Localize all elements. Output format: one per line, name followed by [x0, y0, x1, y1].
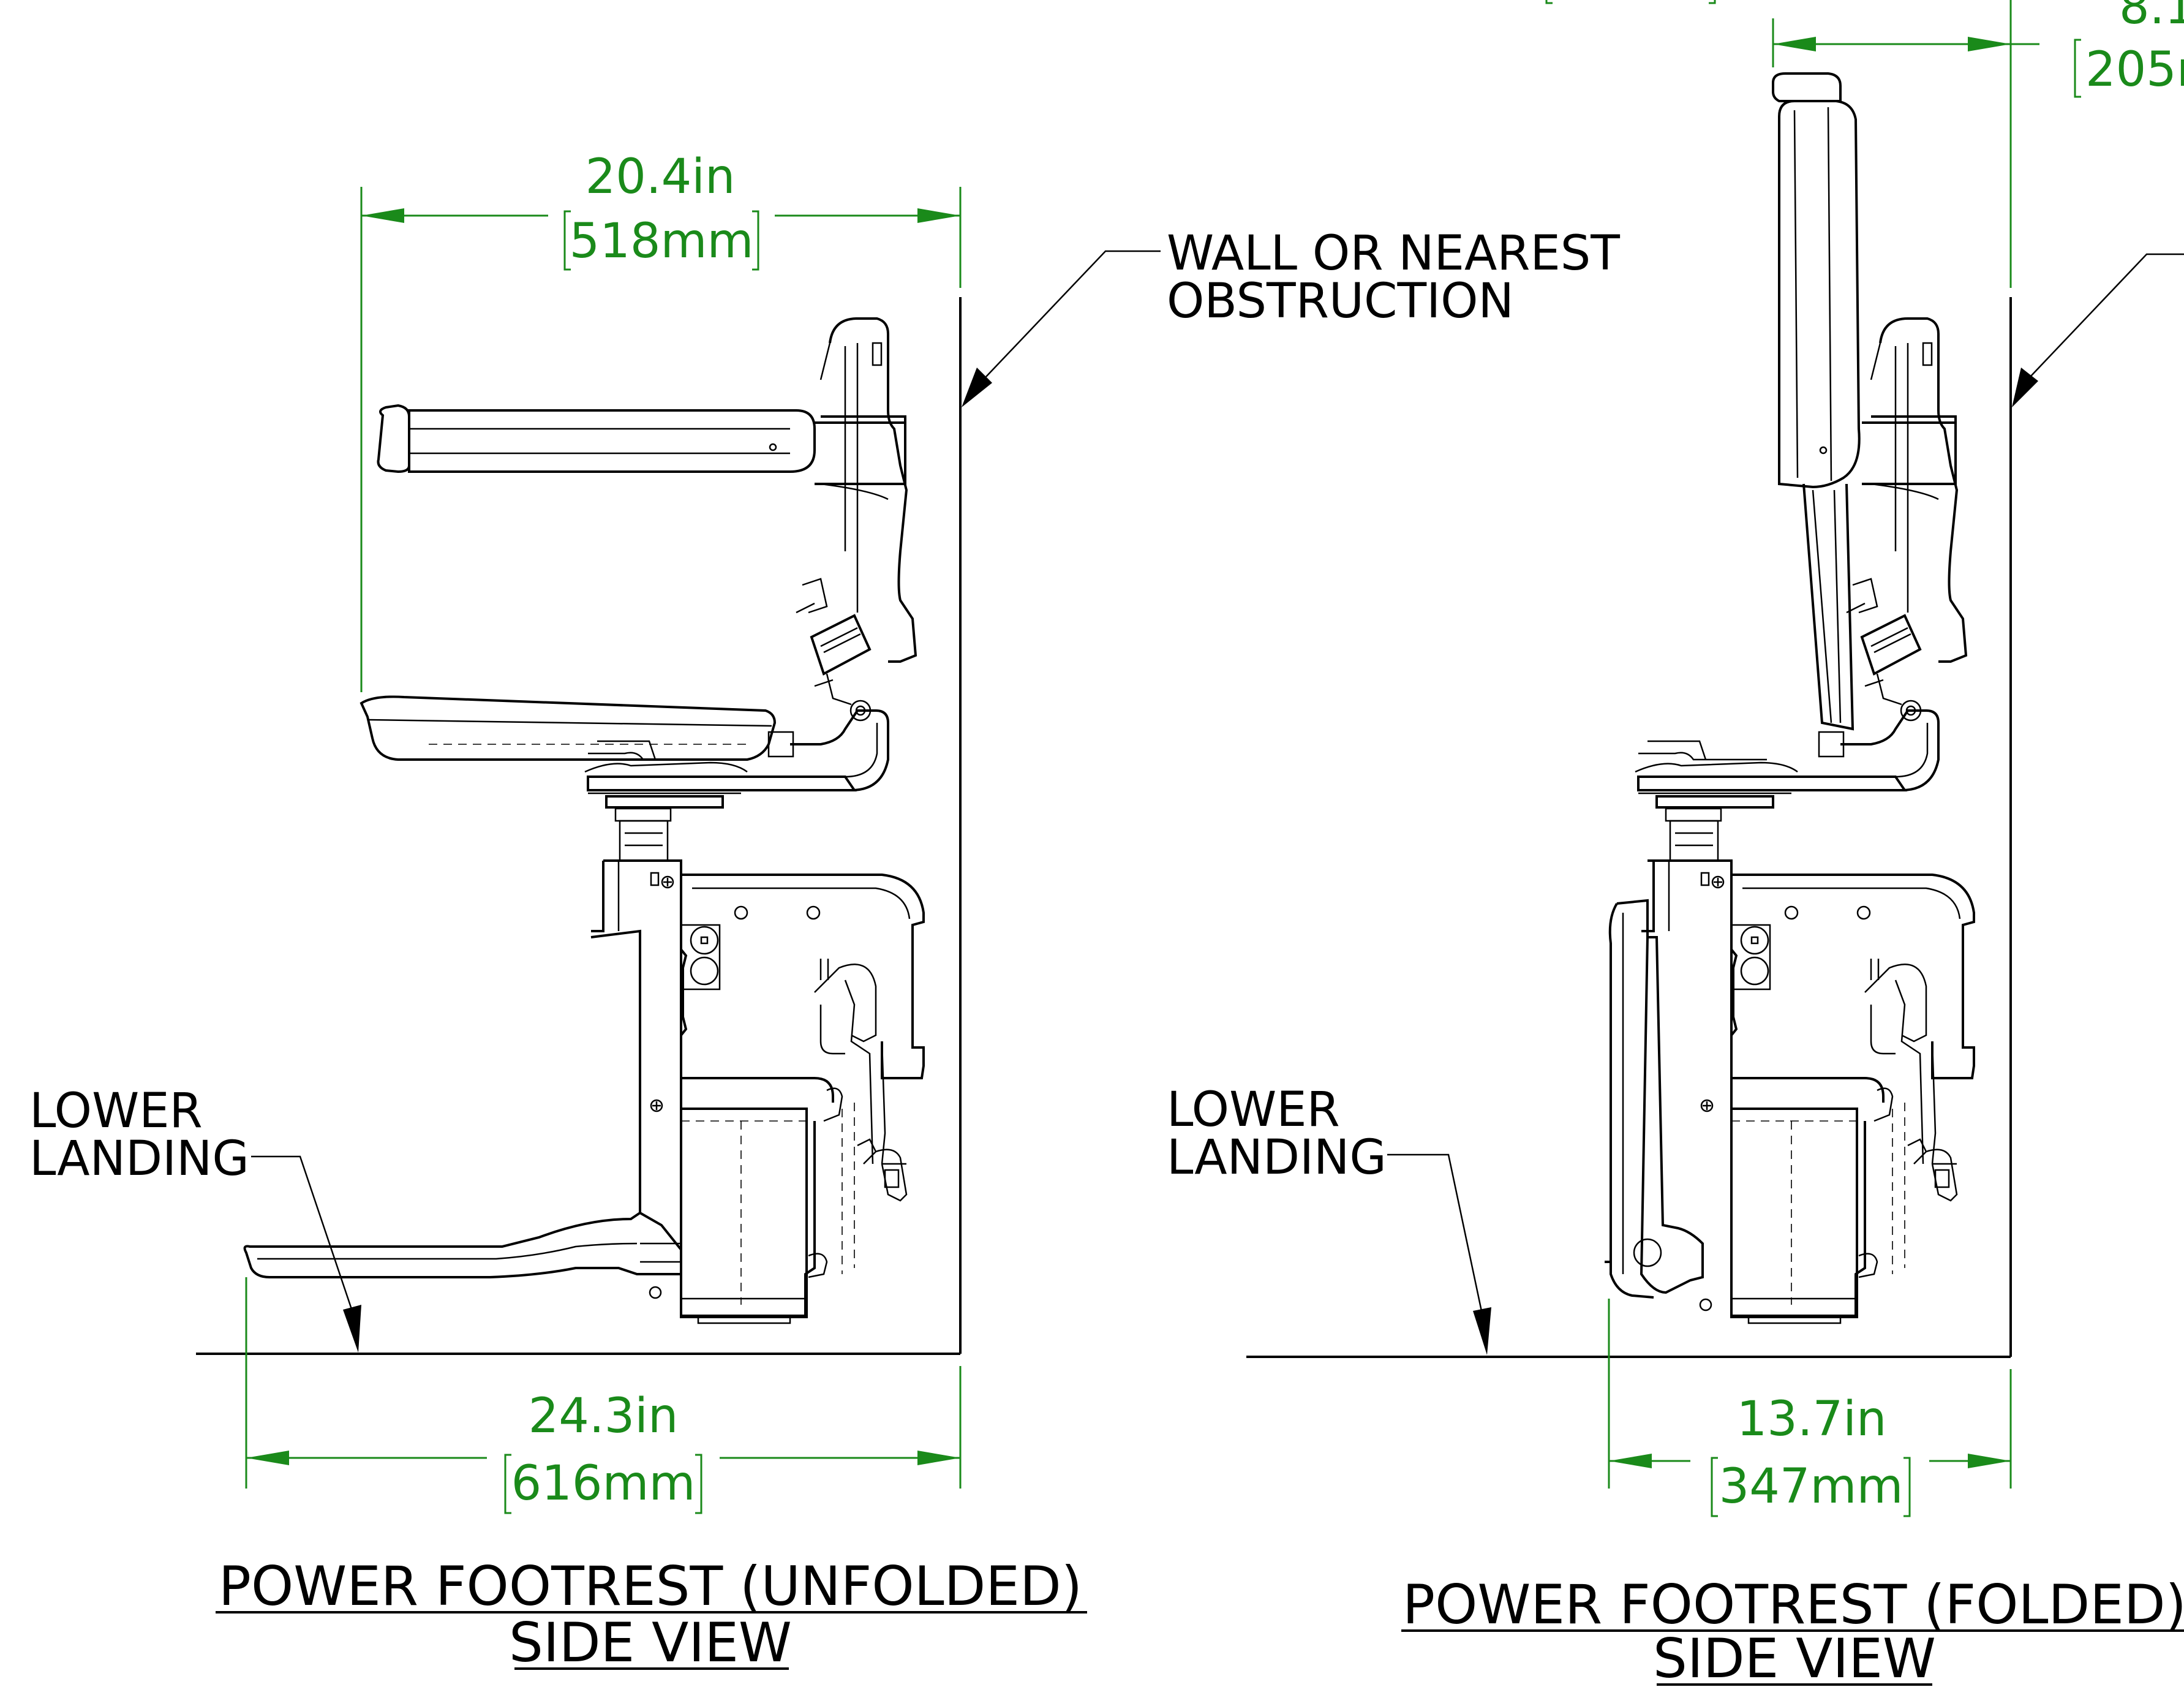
wall-leader-right	[2012, 253, 2184, 407]
title-right-line2: SIDE VIEW	[1653, 1627, 1936, 1687]
armrest-folded	[1778, 100, 1861, 489]
title-right: POWER FOOTREST (FOLDED) SIDE VIEW	[1401, 1573, 2184, 1687]
dim-bottom-left-inch: 24.3in	[529, 1389, 679, 1444]
title-left: POWER FOOTREST (UNFOLDED) SIDE VIEW	[216, 1555, 1087, 1674]
dim-bottom-right-mm: 347mm	[1719, 1459, 1903, 1514]
footrest-unfolded	[243, 1211, 682, 1278]
title-left-line2: SIDE VIEW	[509, 1611, 792, 1674]
dim-bottom-right-inch: 13.7in	[1737, 1392, 1887, 1447]
dim-top-right: 8.1 205m	[1545, 0, 2184, 288]
right-view: 8.1 205m 13.7in 347mm LOWER LANDING	[1167, 0, 2184, 1687]
dim-bottom-left: 24.3in 616mm	[245, 1277, 962, 1514]
landing-left-line1: LOWER	[29, 1084, 203, 1139]
title-right-line1: POWER FOOTREST (FOLDED)	[1403, 1573, 2184, 1636]
seat-pan	[360, 695, 777, 761]
landing-right-line2: LANDING	[1167, 1130, 1387, 1185]
landing-leader-left: LOWER LANDING	[29, 1084, 361, 1353]
dim-bottom-right: 13.7in 347mm	[1608, 1299, 2012, 1517]
armrest	[408, 409, 816, 473]
footrest-folded	[1616, 899, 1704, 1294]
left-view: 20.4in 518mm 24.3in 616mm WALL OR NEARES…	[29, 149, 1620, 1674]
landing-leader-right: LOWER LANDING	[1167, 1082, 1491, 1355]
dim-bottom-left-mm: 616mm	[511, 1456, 696, 1511]
dim-top-right-inch: 8.1	[2119, 0, 2184, 35]
dimension-arrow	[361, 208, 404, 223]
title-left-line1: POWER FOOTREST (UNFOLDED)	[219, 1555, 1082, 1618]
dim-top-left: 20.4in 518mm	[360, 149, 962, 692]
landing-left-line2: LANDING	[29, 1131, 249, 1187]
chair-carriage	[584, 317, 925, 1324]
seat-folded	[1802, 483, 1855, 731]
dim-top-left-inch: 20.4in	[586, 149, 736, 205]
dim-top-right-mm: 205m	[2085, 42, 2184, 97]
leader-arrow	[962, 368, 992, 407]
wall-label-line1: WALL OR NEAREST	[1167, 226, 1620, 281]
wall-leader: WALL OR NEAREST OBSTRUCTION	[962, 226, 1620, 407]
wall-label-line2: OBSTRUCTION	[1167, 274, 1514, 329]
dim-top-left-mm: 518mm	[570, 214, 754, 269]
chair-carriage-right	[1634, 317, 1975, 1324]
landing-right-line1: LOWER	[1167, 1082, 1340, 1138]
